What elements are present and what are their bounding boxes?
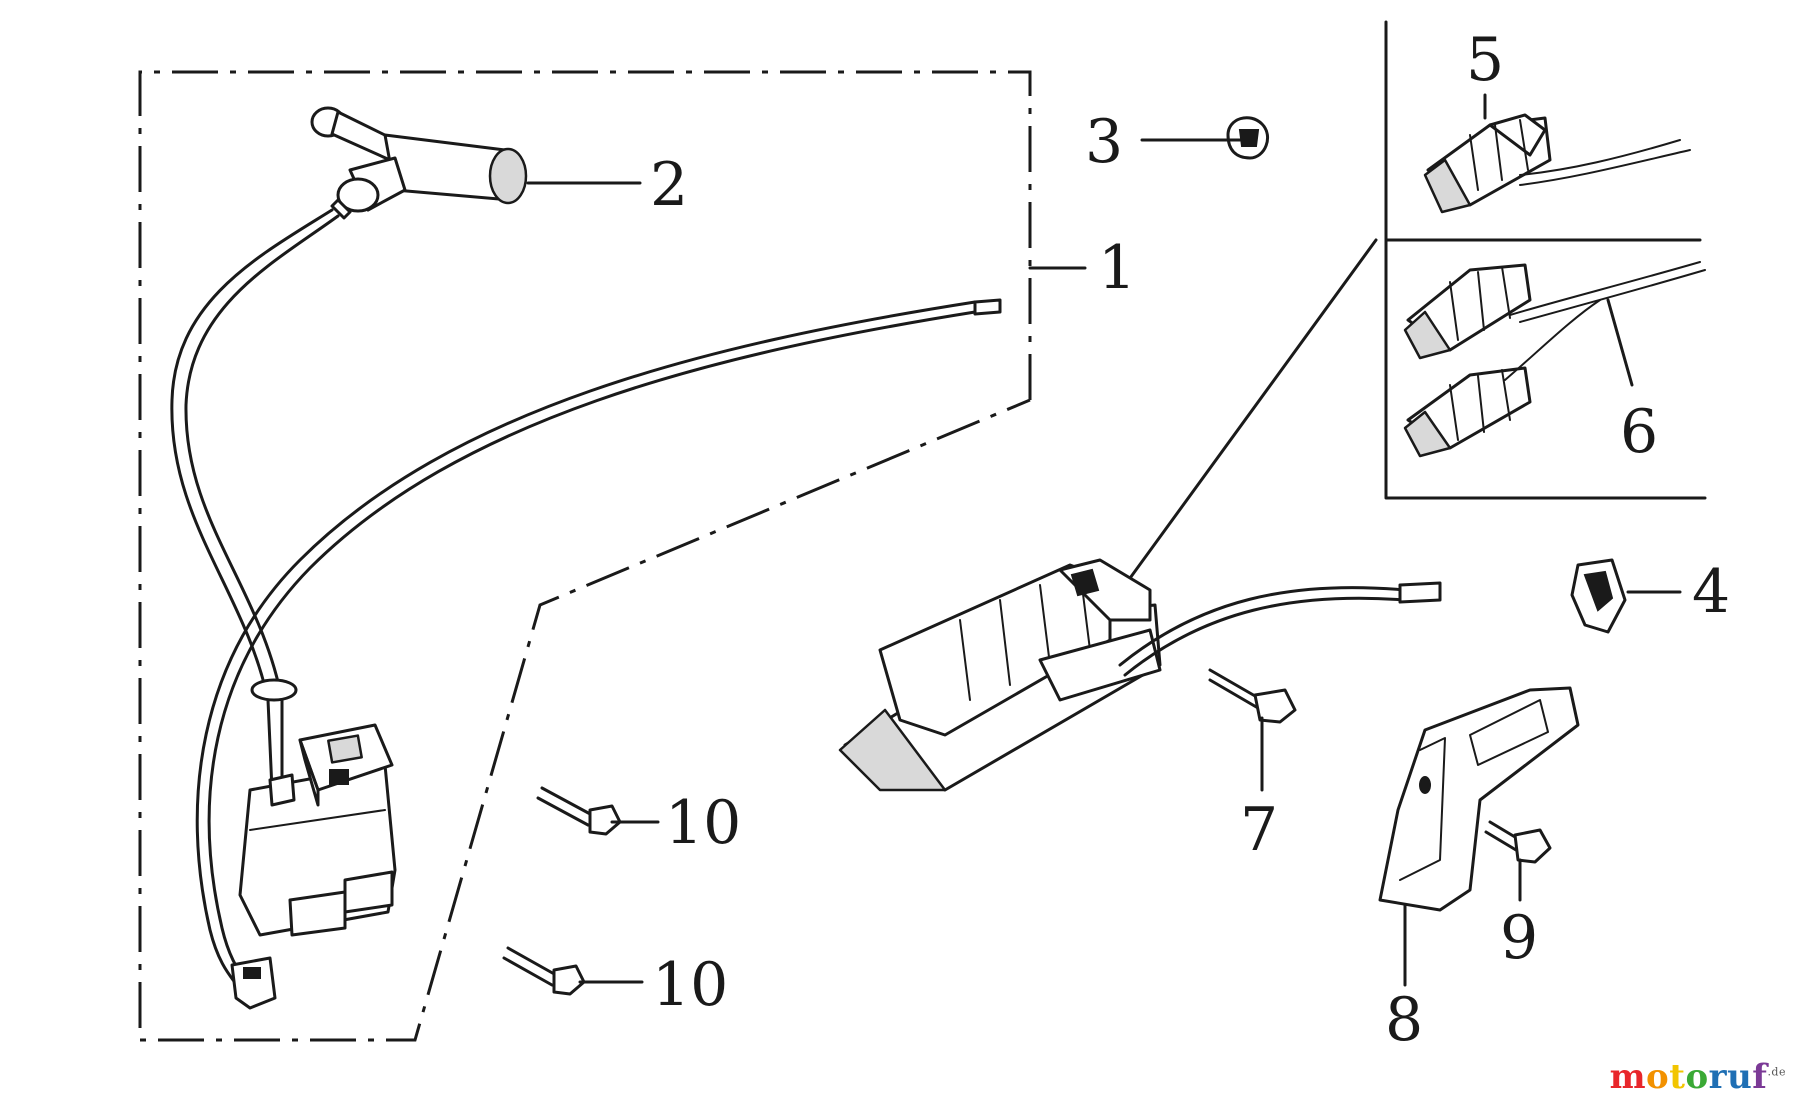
ground-wire xyxy=(195,298,1002,1010)
watermark-letter: f xyxy=(1752,1057,1768,1097)
watermark-letter: m xyxy=(1609,1057,1647,1097)
charging-coil-main xyxy=(838,558,1442,792)
callout-8: 8 xyxy=(1385,985,1423,1055)
watermark-letter: o xyxy=(1685,1057,1709,1097)
assembly-boundary-group-1 xyxy=(138,70,1032,1042)
watermark-letter: o xyxy=(1646,1057,1670,1097)
clip xyxy=(1226,116,1269,160)
ignition-coil xyxy=(238,723,397,937)
callout-3: 3 xyxy=(1085,107,1123,177)
watermark-logo: motoruf.de xyxy=(1610,1057,1786,1097)
spark-plug-cap xyxy=(310,106,528,220)
bolt-upper xyxy=(536,786,622,836)
callout-4: 4 xyxy=(1692,557,1730,627)
bracket xyxy=(1378,686,1580,912)
charging-coil-single xyxy=(1423,113,1691,214)
ignition-lead xyxy=(170,208,340,792)
grommet xyxy=(1570,558,1627,634)
watermark-suffix: .de xyxy=(1767,1065,1786,1079)
callout-10-upper: 10 xyxy=(665,788,741,858)
bolt-lower xyxy=(502,946,586,996)
callout-2: 2 xyxy=(650,150,688,220)
bracket-bolt xyxy=(1484,820,1552,864)
watermark-letter: t xyxy=(1669,1057,1686,1097)
callout-5: 5 xyxy=(1466,25,1504,95)
leader-lines xyxy=(526,93,1682,987)
callout-1: 1 xyxy=(1098,233,1136,303)
inset-box xyxy=(1123,20,1707,587)
callout-6: 6 xyxy=(1620,397,1658,467)
callout-9: 9 xyxy=(1500,903,1538,973)
callout-10-lower: 10 xyxy=(652,950,728,1020)
watermark-letter: u xyxy=(1727,1057,1753,1097)
charging-coil-set xyxy=(1403,261,1706,458)
callout-7: 7 xyxy=(1240,795,1278,865)
coil-bolt xyxy=(1208,668,1297,724)
watermark-letter: r xyxy=(1708,1057,1728,1097)
